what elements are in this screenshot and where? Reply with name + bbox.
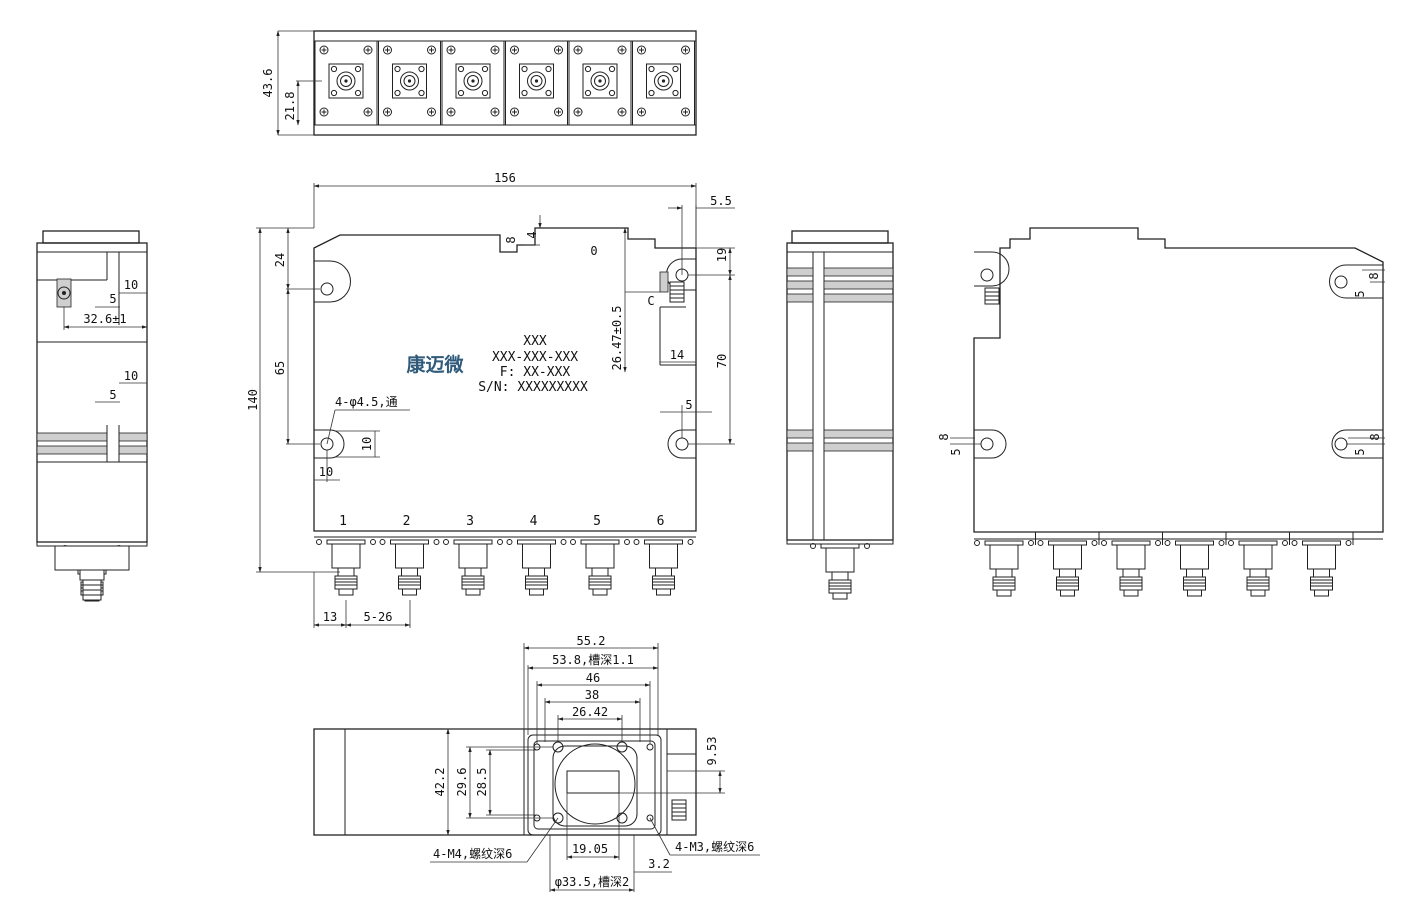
top-module — [505, 40, 568, 126]
dim-bottom-w38: 38 — [585, 688, 599, 702]
dim-hole-pitch: 65 — [273, 361, 287, 375]
dim-width: 156 — [494, 171, 516, 185]
front-connector-1 — [316, 539, 376, 596]
dim-back-br8: 8 — [1368, 433, 1382, 440]
dim-bottom-w19: 19.05 — [572, 842, 608, 856]
front-connector-6 — [633, 539, 694, 596]
back-connector-5 — [1228, 540, 1288, 597]
hole-callout: 4-φ4.5,通 — [335, 395, 398, 409]
front-connector-2 — [379, 539, 440, 596]
back-connector-4 — [1164, 540, 1225, 597]
dim-top-center: 21.8 — [283, 92, 297, 121]
callout-m4: 4-M4,螺纹深6 — [433, 847, 512, 861]
left-side-view: 10 5 32.6±1 10 5 — [36, 230, 148, 602]
callout-m3: 4-M3,螺纹深6 — [675, 840, 754, 854]
dim-bottom-h28: 28.5 — [475, 768, 489, 797]
label-line-1: XXX — [523, 334, 547, 349]
back-view: 8 5 8 5 8 5 — [937, 227, 1385, 597]
port-number-6: 6 — [657, 514, 665, 529]
dim-left-d5b: 5 — [109, 388, 116, 402]
dim-bottom-h29: 29.6 — [455, 768, 469, 797]
dim-back-tr5: 5 — [1353, 290, 1367, 297]
label-line-3: F: XX-XXX — [500, 365, 571, 380]
dim-d8: 8 — [504, 236, 518, 243]
dim-left-center: 32.6±1 — [83, 312, 126, 326]
port-number-5: 5 — [593, 514, 601, 529]
front-connector-4 — [506, 539, 567, 596]
dim-first-port: 13 — [323, 610, 337, 624]
dim-d4: 4 — [525, 231, 539, 238]
top-view: 43.6 21.8 — [261, 30, 697, 136]
dim-port-pitch: 5-26 — [364, 610, 393, 624]
port-number-3: 3 — [466, 514, 474, 529]
dim-left-d5a: 5 — [109, 292, 116, 306]
dim-back-br5: 5 — [1353, 448, 1367, 455]
dim-back-l5: 5 — [949, 448, 963, 455]
dim-bottom-w55: 55.2 — [577, 634, 606, 648]
label-line-2: XXX-XXX-XXX — [492, 350, 578, 365]
dim-bottom-h42: 42.2 — [433, 768, 447, 797]
dim-back-tr8: 8 — [1367, 272, 1381, 279]
dim-top-hole: 24 — [273, 253, 287, 267]
dim-right-offset: 5.5 — [710, 194, 732, 208]
dim-right-5: 5 — [685, 398, 692, 412]
top-module — [632, 40, 695, 126]
dim-bottom-d32: 3.2 — [648, 857, 670, 871]
right-side-view — [786, 230, 894, 600]
back-connector-1 — [974, 540, 1034, 597]
back-connector-2 — [1037, 540, 1098, 597]
dim-bottom-h9: 9.53 — [705, 737, 719, 766]
top-module — [441, 40, 505, 126]
front-connector-5 — [570, 539, 630, 596]
dim-bottom-w26: 26.42 — [572, 705, 608, 719]
dim-hole-y: 10 — [360, 437, 374, 451]
bottom-view: 55.2 53.8,槽深1.1 46 38 26.42 42.2 29.6 28… — [313, 634, 760, 892]
mark-zero: 0 — [590, 244, 597, 258]
top-module — [378, 40, 441, 126]
front-view: XXX XXX-XXX-XXX F: XX-XXX S/N: XXXXXXXXX… — [246, 171, 735, 628]
dim-left-d10b: 10 — [124, 369, 138, 383]
back-connector-3 — [1101, 540, 1161, 597]
dim-bottom-w53: 53.8,槽深1.1 — [552, 653, 634, 667]
dim-right-top: 19 — [715, 248, 729, 262]
dim-total-height: 140 — [246, 389, 260, 411]
brand-logo: 康迈微 — [406, 353, 464, 376]
port-number-4: 4 — [530, 514, 538, 529]
dim-top-height: 43.6 — [261, 69, 275, 98]
dim-bottom-dia: φ33.5,槽深2 — [555, 875, 630, 889]
label-line-4: S/N: XXXXXXXXX — [478, 380, 588, 395]
dim-back-l8: 8 — [937, 433, 951, 440]
dim-bottom-w46: 46 — [586, 671, 600, 685]
dim-hole-x: 10 — [319, 465, 333, 479]
port-number-2: 2 — [403, 514, 411, 529]
back-connector-6 — [1291, 540, 1352, 597]
c-mark: C — [647, 294, 654, 308]
dim-connector-height: 26.47±0.5 — [610, 305, 624, 370]
top-module — [314, 40, 378, 126]
dim-right-pitch: 70 — [715, 354, 729, 368]
dim-right-14: 14 — [670, 348, 684, 362]
front-connector-3 — [443, 539, 503, 596]
dim-left-d10a: 10 — [124, 278, 138, 292]
port-number-1: 1 — [339, 514, 347, 529]
top-module — [568, 40, 632, 126]
